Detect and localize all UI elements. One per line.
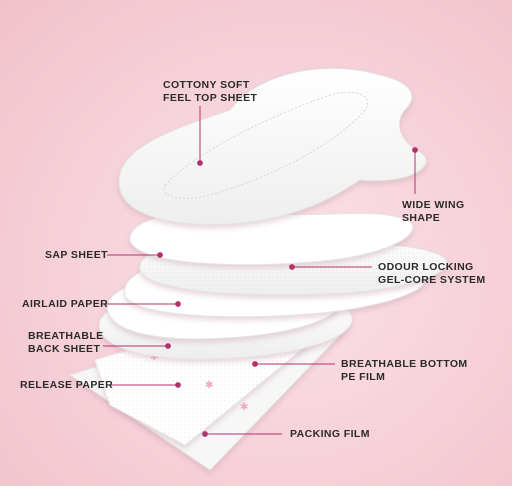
callout-dot-odour-locking <box>289 264 295 270</box>
label-top-sheet: COTTONY SOFT FEEL TOP SHEET <box>163 79 258 104</box>
svg-text:✱: ✱ <box>205 380 213 391</box>
label-packing-film: PACKING FILM <box>290 428 370 440</box>
svg-text:✱: ✱ <box>240 402 248 413</box>
label-sap-sheet: SAP SHEET <box>45 249 108 261</box>
callout-dot-packing-film <box>202 431 208 437</box>
callout-dot-bottom-film <box>252 361 258 367</box>
callout-dot-wide-wing <box>412 147 418 153</box>
label-airlaid-paper: AIRLAID PAPER <box>22 298 109 310</box>
label-release-paper: RELEASE PAPER <box>20 379 114 391</box>
label-back-sheet: BREATHABLE BACK SHEET <box>28 330 104 355</box>
label-wide-wing: WIDE WING SHAPE <box>402 199 465 224</box>
label-bottom-film: BREATHABLE BOTTOM PE FILM <box>341 358 468 383</box>
label-odour-locking: ODOUR LOCKING GEL-CORE SYSTEM <box>378 261 486 286</box>
callout-dot-top-sheet <box>197 160 203 166</box>
svg-text:✱: ✱ <box>150 352 158 363</box>
callout-dot-release-paper <box>175 382 181 388</box>
top-sheet-layer <box>118 67 427 226</box>
callout-dot-airlaid <box>175 301 181 307</box>
callout-dot-back-sheet <box>165 343 171 349</box>
callout-dot-sap-sheet <box>157 252 163 258</box>
